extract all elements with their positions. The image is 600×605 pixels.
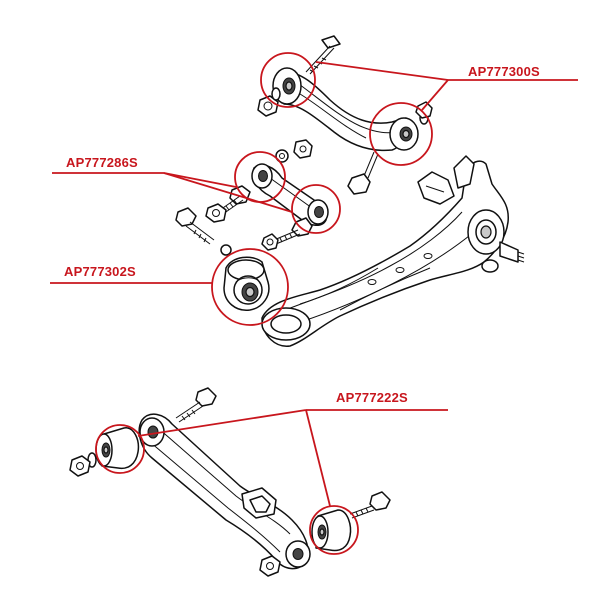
- callout-circle-lower-left: [95, 424, 145, 474]
- callout-circle-upper-right: [369, 102, 433, 166]
- lower-arm-bushing-left: [69, 427, 140, 477]
- label-lower-arm: AP777222S: [336, 390, 408, 405]
- callout-circle-lower-right: [309, 505, 359, 555]
- label-upper-arm: AP777300S: [468, 64, 540, 79]
- callouts: [50, 52, 578, 555]
- long-bolt-left: [175, 207, 215, 245]
- label-trailing-arm: AP777302S: [64, 264, 136, 279]
- upper-arm-left-nut: [257, 87, 281, 117]
- callout-circle-trailing: [211, 248, 289, 326]
- lower-arm-bushing-right: [311, 491, 391, 552]
- callout-circle-upper-left: [260, 52, 316, 108]
- trailing-arm-bushing: [223, 256, 270, 311]
- trailing-arm: [261, 155, 525, 347]
- washer: [220, 244, 232, 256]
- lower-control-arm: [138, 387, 311, 577]
- upper-arm-right-bolt: [347, 151, 379, 195]
- upper-arm-bolt: [305, 35, 341, 75]
- label-toe-link: AP777286S: [66, 155, 138, 170]
- toe-link: [205, 139, 329, 251]
- callout-circle-toe-right: [291, 184, 341, 234]
